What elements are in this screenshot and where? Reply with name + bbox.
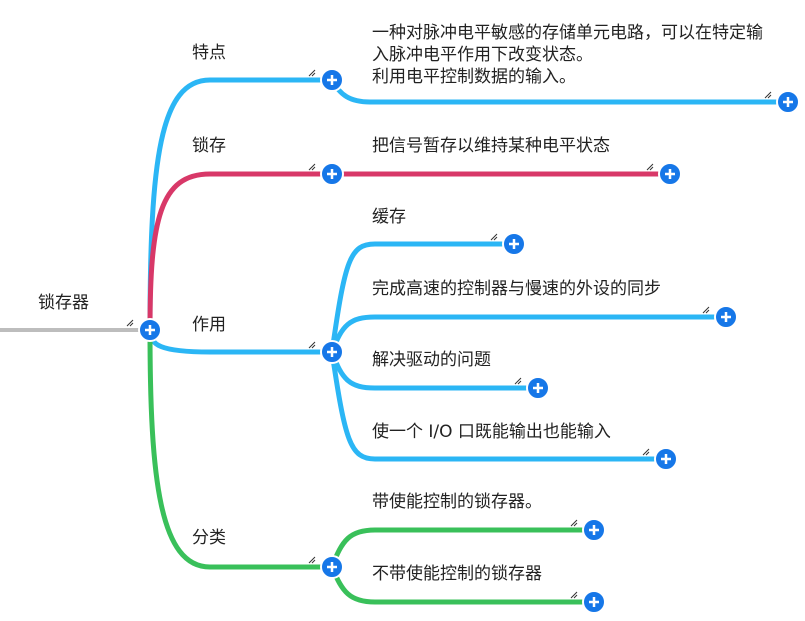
resize-handle-icon[interactable] — [764, 91, 772, 99]
plus-circle-icon[interactable] — [582, 518, 606, 542]
plus-circle-icon[interactable] — [138, 318, 162, 342]
branch-latch-label[interactable]: 锁存 — [192, 136, 226, 156]
plus-circle-icon[interactable] — [714, 305, 738, 329]
connector-features — [147, 77, 332, 331]
connector-purpose — [147, 329, 332, 355]
category-item-no-enable[interactable]: 不带使能控制的锁存器 — [372, 564, 542, 584]
resize-handle-icon[interactable] — [308, 341, 316, 349]
plus-circle-icon[interactable] — [320, 340, 344, 364]
plus-circle-icon[interactable] — [658, 162, 682, 186]
resize-handle-icon[interactable] — [642, 448, 650, 456]
resize-handle-icon[interactable] — [514, 377, 522, 385]
resize-handle-icon[interactable] — [646, 163, 654, 171]
plus-circle-icon[interactable] — [654, 447, 678, 471]
connector-category-c1 — [329, 527, 594, 568]
resize-handle-icon[interactable] — [308, 163, 316, 171]
purpose-item-io[interactable]: 使一个 I/O 口既能输出也能输入 — [372, 422, 611, 442]
connector-category — [147, 329, 332, 570]
resize-handle-icon[interactable] — [570, 519, 578, 527]
latch-description[interactable]: 把信号暂存以维持某种电平状态 — [372, 136, 610, 156]
branch-purpose-label[interactable]: 作用 — [192, 315, 226, 335]
features-description[interactable]: 一种对脉冲电平敏感的存储单元电路，可以在特定输入脉冲电平作用下改变状态。 利用电… — [372, 23, 763, 87]
plus-circle-icon[interactable] — [320, 162, 344, 186]
resize-handle-icon[interactable] — [570, 591, 578, 599]
resize-handle-icon[interactable] — [308, 69, 316, 77]
plus-circle-icon[interactable] — [776, 90, 800, 114]
connector-purpose-c1 — [329, 241, 514, 353]
category-item-enable[interactable]: 带使能控制的锁存器。 — [372, 492, 542, 512]
resize-handle-icon[interactable] — [126, 319, 134, 327]
connector-purpose-c2 — [329, 314, 726, 353]
resize-handle-icon[interactable] — [490, 233, 498, 241]
root-node-label[interactable]: 锁存器 — [38, 293, 89, 313]
plus-circle-icon[interactable] — [526, 376, 550, 400]
connector-latch — [147, 171, 332, 331]
branch-features-label[interactable]: 特点 — [192, 43, 226, 63]
plus-circle-icon[interactable] — [582, 590, 606, 614]
purpose-item-buffer[interactable]: 缓存 — [372, 207, 406, 227]
plus-circle-icon[interactable] — [502, 232, 526, 256]
purpose-item-drive[interactable]: 解决驱动的问题 — [372, 350, 491, 370]
plus-circle-icon[interactable] — [320, 555, 344, 579]
plus-circle-icon[interactable] — [320, 68, 344, 92]
resize-handle-icon[interactable] — [308, 556, 316, 564]
connector-purpose-c4 — [329, 351, 666, 462]
branch-category-label[interactable]: 分类 — [192, 528, 226, 548]
resize-handle-icon[interactable] — [702, 306, 710, 314]
purpose-item-sync[interactable]: 完成高速的控制器与慢速的外设的同步 — [372, 279, 661, 299]
